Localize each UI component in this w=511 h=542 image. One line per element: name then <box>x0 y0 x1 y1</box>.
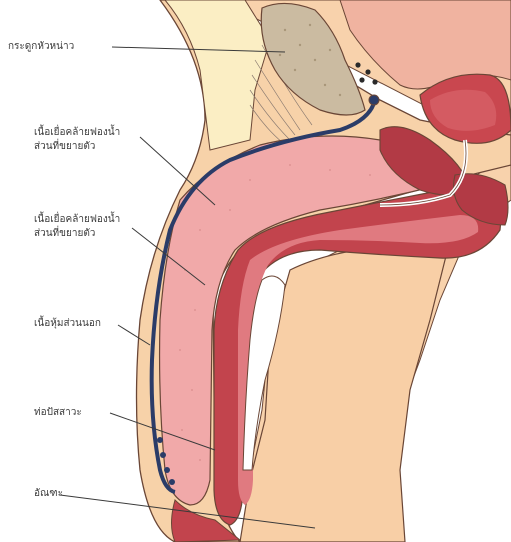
label-testis: อัณฑะ <box>34 487 63 501</box>
label-spongy-tissue-lower: เนื้อเยื่อคล้ายฟองน้ำ ส่วนที่ขยายตัว <box>34 213 120 241</box>
label-spongy-tissue-lower-line-2: ส่วนที่ขยายตัว <box>34 227 120 241</box>
label-spongy-tissue-upper: เนื้อเยื่อคล้ายฟองน้ำ ส่วนที่ขยายตัว <box>34 126 120 154</box>
urethra-opening <box>369 95 379 105</box>
label-testis-line-1: อัณฑะ <box>34 488 63 499</box>
label-outer-sheath: เนื้อหุ้มส่วนนอก <box>34 317 101 331</box>
label-spongy-tissue-upper-line-2: ส่วนที่ขยายตัว <box>34 140 120 154</box>
label-urethra-line-1: ท่อปัสสาวะ <box>34 407 82 418</box>
label-pubic-bone-line-1: กระดูกหัวหน่าว <box>8 41 74 52</box>
label-urethra: ท่อปัสสาวะ <box>34 406 82 420</box>
label-spongy-tissue-upper-line-1: เนื้อเยื่อคล้ายฟองน้ำ <box>34 126 120 140</box>
label-spongy-tissue-lower-line-1: เนื้อเยื่อคล้ายฟองน้ำ <box>34 213 120 227</box>
label-outer-sheath-line-1: เนื้อหุ้มส่วนนอก <box>34 318 101 329</box>
label-pubic-bone: กระดูกหัวหน่าว <box>8 40 74 54</box>
